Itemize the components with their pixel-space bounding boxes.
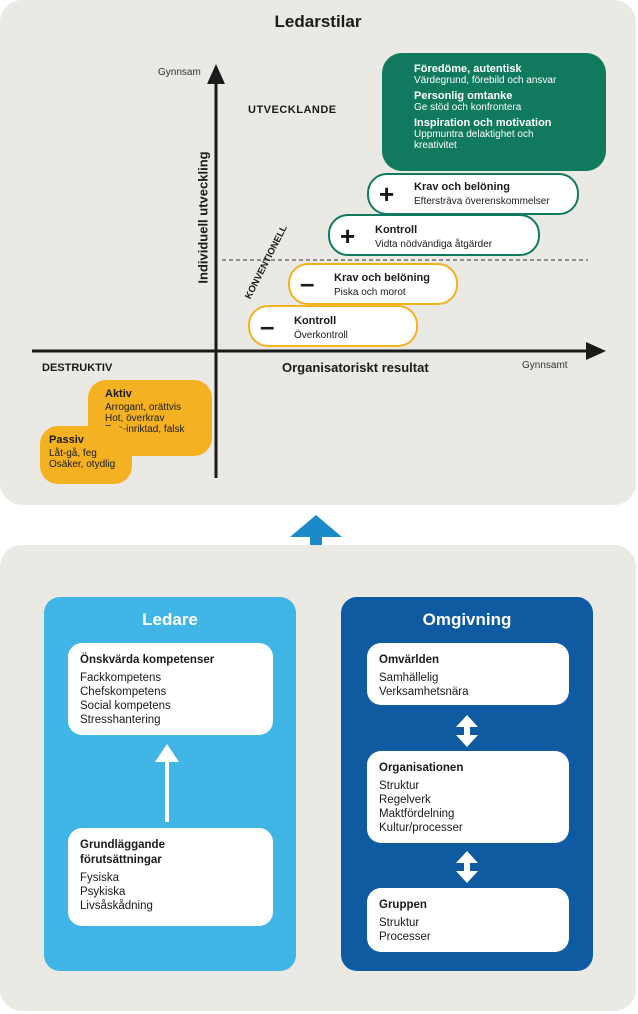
- competence-2: Chefskompetens: [80, 686, 167, 698]
- x-axis-left-label: DESTRUKTIV: [42, 362, 113, 374]
- desired-competences-title: Önskvärda kompetenser: [80, 654, 215, 666]
- axes: [32, 64, 606, 478]
- prerequisites-title-1: Grundläggande: [80, 839, 165, 851]
- prerequisites-title-2: förutsättningar: [80, 854, 162, 866]
- passive-destructive-block: Passiv Låt-gå, feg Osäker, otydlig: [40, 426, 132, 484]
- x-axis-right-label: Gynnsamt: [522, 360, 568, 371]
- up-arrow-head: [290, 515, 342, 537]
- green-block-title-2: Personlig omtanke: [414, 90, 513, 102]
- y-axis-title: Individuell utveckling: [195, 151, 211, 284]
- gruppen-box: Gruppen Struktur Processer: [367, 888, 569, 952]
- passiv-line-1: Låt-gå, feg: [49, 448, 97, 459]
- y-axis-top-label: Gynnsam: [158, 67, 201, 78]
- aktiv-line-1: Arrogant, orättvis: [105, 402, 182, 413]
- green-block-title-3: Inspiration och motivation: [414, 117, 552, 129]
- negative-reward-box: – Krav och belöning Piska och morot: [288, 263, 458, 305]
- positive-reward-box: + Krav och belöning Eftersträva överensk…: [367, 173, 579, 215]
- basic-prerequisites-box: Grundläggande förutsättningar Fysiska Ps…: [68, 828, 273, 926]
- double-arrow-icon: [456, 851, 478, 883]
- x-axis-arrow: [586, 342, 606, 360]
- omvarlden-title: Omvärlden: [379, 654, 440, 666]
- organisationen-line-1: Struktur: [379, 780, 420, 792]
- prerequisite-2: Psykiska: [80, 886, 126, 898]
- ledare-up-arrow: [155, 744, 179, 822]
- gruppen-title: Gruppen: [379, 899, 427, 911]
- organisationen-line-2: Regelverk: [379, 794, 431, 806]
- prerequisite-3: Livsåskådning: [80, 900, 153, 912]
- aktiv-title: Aktiv: [105, 388, 132, 400]
- omvarlden-box: Omvärlden Samhällelig Verksamhetsnära: [367, 643, 569, 705]
- negative-reward-text: Piska och morot: [334, 287, 406, 298]
- organisationen-line-3: Maktfördelning: [379, 808, 455, 820]
- green-block-text-3a: Uppmuntra delaktighet och: [414, 129, 534, 140]
- passiv-title: Passiv: [49, 434, 84, 446]
- negative-control-title: Kontroll: [294, 315, 337, 327]
- negative-reward-title: Krav och belöning: [334, 272, 430, 284]
- gruppen-line-1: Struktur: [379, 917, 420, 929]
- organisationen-line-4: Kultur/processer: [379, 822, 463, 834]
- green-block-text-3b: kreativitet: [414, 140, 457, 151]
- prerequisite-1: Fysiska: [80, 872, 119, 884]
- positive-control-title: Kontroll: [375, 224, 418, 236]
- aktiv-line-3: Ego-inriktad, falsk: [105, 424, 185, 435]
- green-block-text-1: Värdegrund, förebild och ansvar: [414, 75, 557, 86]
- positive-reward-text: Eftersträva överenskommelser: [414, 196, 550, 207]
- passiv-line-2: Osäker, otydlig: [49, 459, 116, 470]
- x-axis-title: Organisatoriskt resultat: [282, 360, 429, 375]
- omvarlden-line-2: Verksamhetsnära: [379, 686, 469, 698]
- negative-control-box: – Kontroll Överkontroll: [248, 305, 418, 347]
- desired-competences-box: Önskvärda kompetenser Fackkompetens Chef…: [68, 643, 273, 735]
- positive-control-text: Vidta nödvändiga åtgärder: [375, 239, 493, 250]
- double-arrow-icon: [456, 715, 478, 747]
- omgivning-title: Omgivning: [422, 610, 512, 629]
- y-axis-arrow: [207, 64, 225, 84]
- organisationen-title: Organisationen: [379, 762, 464, 774]
- negative-control-text: Överkontroll: [294, 330, 348, 341]
- positive-control-box: + Kontroll Vidta nödvändiga åtgärder: [328, 214, 540, 256]
- minus-icon: –: [300, 268, 315, 298]
- omvarlden-line-1: Samhällelig: [379, 672, 439, 684]
- competence-4: Stresshantering: [80, 714, 161, 726]
- minus-icon: –: [260, 311, 275, 341]
- positive-reward-title: Krav och belöning: [414, 181, 510, 193]
- competence-1: Fackkompetens: [80, 672, 162, 684]
- diagram-title: Ledarstilar: [274, 12, 362, 31]
- transformational-block: Föredöme, autentisk Värdegrund, förebild…: [382, 53, 606, 171]
- green-block-text-2: Ge stöd och konfrontera: [414, 102, 522, 113]
- plus-icon: +: [340, 221, 356, 251]
- green-block-title-1: Föredöme, autentisk: [414, 63, 522, 75]
- aktiv-line-2: Hot, överkrav: [105, 413, 165, 424]
- gruppen-line-2: Processer: [379, 931, 431, 943]
- zone-utvecklande-label: UTVECKLANDE: [248, 104, 337, 116]
- plus-icon: +: [379, 179, 395, 209]
- competence-3: Social kompetens: [80, 700, 171, 712]
- organisationen-box: Organisationen Struktur Regelverk Maktfö…: [367, 751, 569, 843]
- ledare-title: Ledare: [142, 610, 198, 629]
